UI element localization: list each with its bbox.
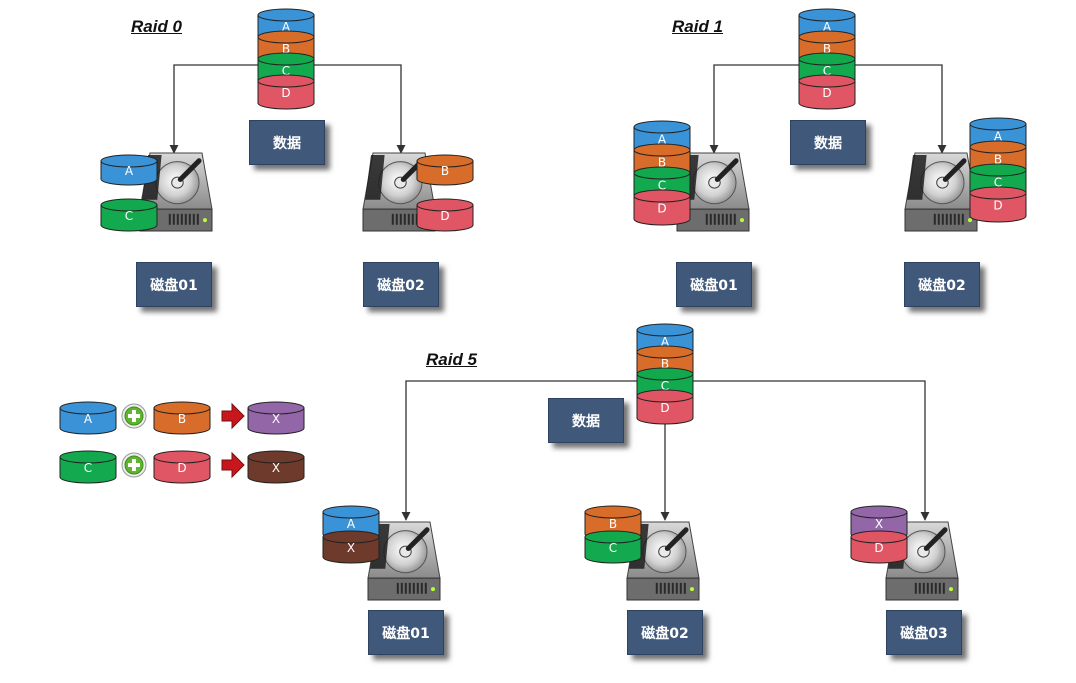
block-label: A bbox=[658, 133, 667, 147]
data-block-c: C bbox=[584, 530, 642, 564]
raid0-disk02-block-b: B bbox=[416, 154, 474, 186]
raid5-disk03-stack: XD bbox=[850, 505, 908, 564]
block-label: B bbox=[609, 517, 617, 531]
raid5-arrow-disk03 bbox=[693, 380, 930, 521]
block-label: D bbox=[993, 199, 1002, 213]
block-label: A bbox=[347, 517, 356, 531]
block-label: C bbox=[823, 64, 831, 78]
block-label: B bbox=[282, 42, 290, 56]
data-block-d: D bbox=[798, 74, 856, 110]
raid0-title: Raid 0 bbox=[131, 17, 183, 36]
raid1-disk01-label: 磁盘01 bbox=[676, 262, 752, 307]
raid1-data-label: 数据 bbox=[790, 120, 866, 165]
raid5-arrow-disk01 bbox=[401, 380, 637, 521]
block-label: X bbox=[347, 541, 355, 555]
raid5-disk01-label: 磁盘01 bbox=[368, 610, 444, 655]
raid0-disk02-block-d: D bbox=[416, 198, 474, 232]
block-label: D bbox=[660, 401, 669, 415]
parity-result: X bbox=[247, 401, 305, 435]
block-label: A bbox=[282, 20, 291, 34]
raid0-arrow-disk01 bbox=[169, 64, 258, 154]
block-label: C bbox=[994, 176, 1002, 190]
block-label: D bbox=[874, 541, 883, 555]
data-block-d: D bbox=[850, 530, 908, 564]
plus-icon bbox=[121, 452, 147, 478]
block-label: B bbox=[658, 156, 666, 170]
raid1-disk01-hdd-icon bbox=[676, 152, 750, 232]
data-block-b: B bbox=[416, 154, 474, 186]
block-label: A bbox=[125, 164, 134, 178]
block-label: X bbox=[272, 412, 280, 426]
raid1-disk02-label: 磁盘02 bbox=[904, 262, 980, 307]
raid0-disk02-label: 磁盘02 bbox=[363, 262, 439, 307]
red-arrow-icon bbox=[221, 451, 245, 479]
block-label: X bbox=[272, 461, 280, 475]
raid0-disk01-block-c: C bbox=[100, 198, 158, 232]
data-block-a: A bbox=[100, 154, 158, 186]
block-label: C bbox=[84, 461, 92, 475]
block-label: C bbox=[609, 541, 617, 555]
block-label: B bbox=[178, 412, 186, 426]
block-label: D bbox=[281, 86, 290, 100]
data-block-d: D bbox=[969, 186, 1027, 223]
block-label: A bbox=[661, 335, 670, 349]
block-label: D bbox=[657, 202, 666, 216]
raid0-disk01-block-a: A bbox=[100, 154, 158, 186]
raid1-arrow-disk02 bbox=[855, 64, 947, 154]
raid0-disk01-label: 磁盘01 bbox=[136, 262, 212, 307]
data-block-d: D bbox=[636, 389, 694, 425]
raid5-disk02-label: 磁盘02 bbox=[627, 610, 703, 655]
raid1-disk02-hdd-icon bbox=[904, 152, 978, 232]
block-label: D bbox=[822, 86, 831, 100]
block-label: C bbox=[658, 179, 666, 193]
parity-block-x: X bbox=[322, 530, 380, 564]
block-label: D bbox=[177, 461, 186, 475]
block-label: C bbox=[125, 209, 133, 223]
parity-operand-right: D bbox=[153, 450, 211, 484]
plus-icon bbox=[121, 403, 147, 429]
block-label: A bbox=[823, 20, 832, 34]
parity-result: X bbox=[247, 450, 305, 484]
raid0-data-label: 数据 bbox=[249, 120, 325, 165]
parity-operand-left: A bbox=[59, 401, 117, 435]
block-label: A bbox=[84, 412, 93, 426]
raid5-disk02-stack: BC bbox=[584, 505, 642, 564]
raid1-title: Raid 1 bbox=[672, 17, 724, 36]
data-block-d: D bbox=[257, 74, 315, 110]
block-label: C bbox=[282, 64, 290, 78]
block-label: X bbox=[875, 517, 883, 531]
block-label: C bbox=[661, 379, 669, 393]
block-label: B bbox=[661, 357, 669, 371]
parity-operand-right: B bbox=[153, 401, 211, 435]
block-label: B bbox=[441, 164, 449, 178]
raid5-data-label: 数据 bbox=[548, 398, 624, 443]
block-label: B bbox=[994, 153, 1002, 167]
raid0-disk01-hdd-icon bbox=[139, 152, 213, 232]
raid5-disk01-hdd-icon bbox=[367, 521, 441, 601]
data-block-d: D bbox=[633, 189, 691, 226]
block-label: D bbox=[440, 209, 449, 223]
block-label: B bbox=[823, 42, 831, 56]
raid5-title: Raid 5 bbox=[426, 350, 478, 369]
parity-operand-left: C bbox=[59, 450, 117, 484]
raid1-arrow-disk01 bbox=[709, 64, 799, 154]
raid5-disk03-label: 磁盘03 bbox=[886, 610, 962, 655]
raid0-arrow-disk02 bbox=[314, 64, 406, 154]
raid5-disk01-stack: AX bbox=[322, 505, 380, 564]
raid5-disk02-hdd-icon bbox=[626, 521, 700, 601]
block-label: A bbox=[994, 130, 1003, 144]
red-arrow-icon bbox=[221, 402, 245, 430]
